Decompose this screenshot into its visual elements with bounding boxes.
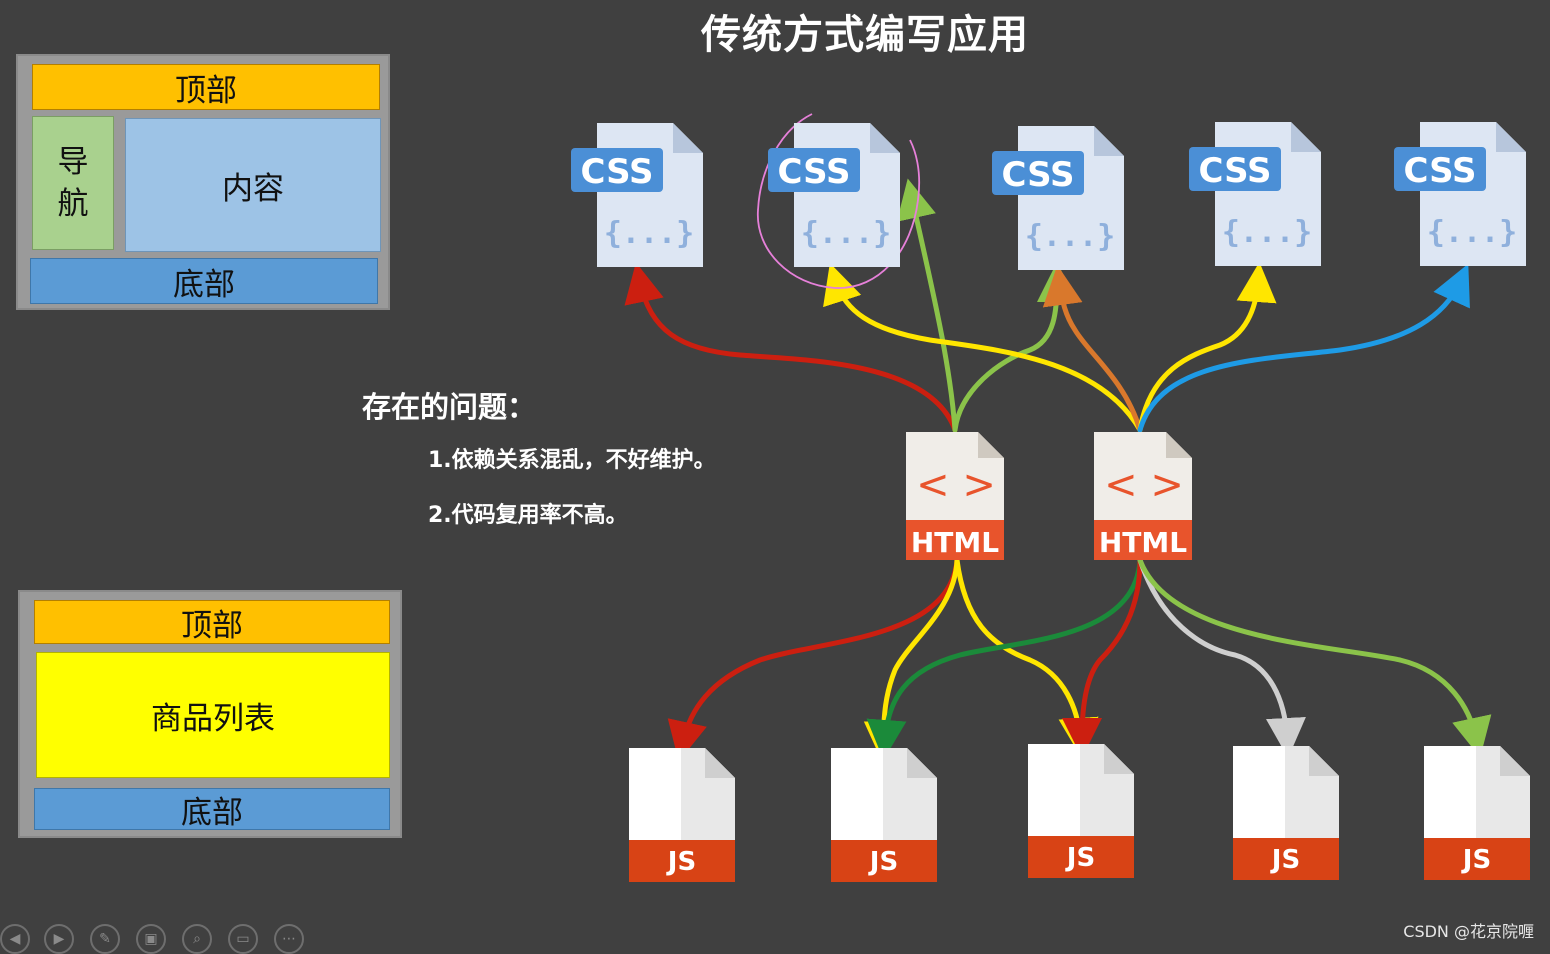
arrow-html2-js3: [1062, 557, 1143, 758]
js-file-icon: JS: [629, 748, 735, 882]
js-label: JS: [1461, 845, 1491, 875]
arrow-html1-js1: [667, 557, 960, 762]
slide-title: 传统方式编写应用: [701, 12, 1029, 58]
problems-heading: 存在的问题：: [362, 390, 537, 424]
layout1-bottom: 底部: [30, 258, 378, 304]
arrow-html2-css4: [1137, 262, 1277, 433]
js-file-icon: JS: [831, 748, 937, 882]
code-glyph: < >: [1104, 462, 1184, 508]
js-label: JS: [1065, 843, 1095, 873]
html-label: HTML: [1099, 526, 1187, 559]
css-brace: {...}: [1222, 215, 1312, 250]
arrow-html2-js4: [1137, 557, 1306, 758]
arrow-html2-css5: [1137, 263, 1470, 433]
js-label: JS: [666, 847, 696, 877]
arrow-html1-css2: [896, 178, 958, 433]
arrow-html1-js3: [954, 557, 1099, 758]
highlight-scribble: [757, 113, 921, 289]
js-file-icon: JS: [1424, 746, 1530, 880]
css-label: CSS: [1403, 151, 1476, 191]
css-label: CSS: [580, 152, 653, 192]
arrow-html2-css2: [823, 262, 1143, 433]
arrow-html2-css3: [1042, 265, 1143, 433]
js-file-icon: JS: [1028, 744, 1134, 878]
layout1-nav: 导 航: [32, 116, 114, 250]
css-brace: {...}: [801, 216, 891, 251]
layout-diagram-2: 顶部 商品列表 底部: [18, 590, 402, 838]
css-file-icon: CSS {...}: [571, 123, 703, 267]
css-file-icon: CSS {...}: [1189, 122, 1321, 266]
css-brace: {...}: [1025, 219, 1115, 254]
arrow-html1-css3: [952, 262, 1077, 433]
layout1-top: 顶部: [32, 64, 380, 110]
css-label: CSS: [1198, 151, 1271, 191]
css-file-icon: CSS {...}: [1394, 122, 1526, 266]
arrow-html2-js5: [1137, 557, 1492, 758]
arrow-html2-js2: [866, 557, 1143, 760]
css-file-icon: CSS {...}: [992, 126, 1124, 270]
layout2-bottom: 底部: [34, 788, 390, 831]
css-brace: {...}: [604, 216, 694, 251]
presentation-toolbar: ◀ ▶ ✎ ▣ ⌕ ▭ ⋯: [0, 918, 320, 954]
css-label: CSS: [1001, 155, 1074, 195]
watermark: CSDN @花京院喱: [1403, 922, 1534, 941]
html-file-icon: < > HTML: [906, 432, 1004, 560]
layout-diagram-1: 顶部 导 航 内容 底部: [16, 54, 390, 310]
problem-item-2: 2.代码复用率不高。: [428, 503, 628, 528]
js-file-icon: JS: [1233, 746, 1339, 880]
js-label: JS: [868, 847, 898, 877]
css-label: CSS: [777, 152, 850, 192]
html-label: HTML: [911, 526, 999, 559]
css-file-icon: CSS {...}: [768, 123, 900, 267]
arrow-html1-js2: [863, 557, 960, 762]
js-label: JS: [1270, 845, 1300, 875]
layout2-product-list: 商品列表: [36, 652, 390, 778]
css-brace: {...}: [1427, 215, 1517, 250]
layout1-content: 内容: [125, 118, 381, 252]
problem-item-1: 1.依赖关系混乱，不好维护。: [428, 448, 716, 473]
code-glyph: < >: [916, 462, 996, 508]
arrow-html1-css1: [624, 262, 958, 433]
layout2-top: 顶部: [34, 600, 390, 644]
html-file-icon: < > HTML: [1094, 432, 1192, 560]
